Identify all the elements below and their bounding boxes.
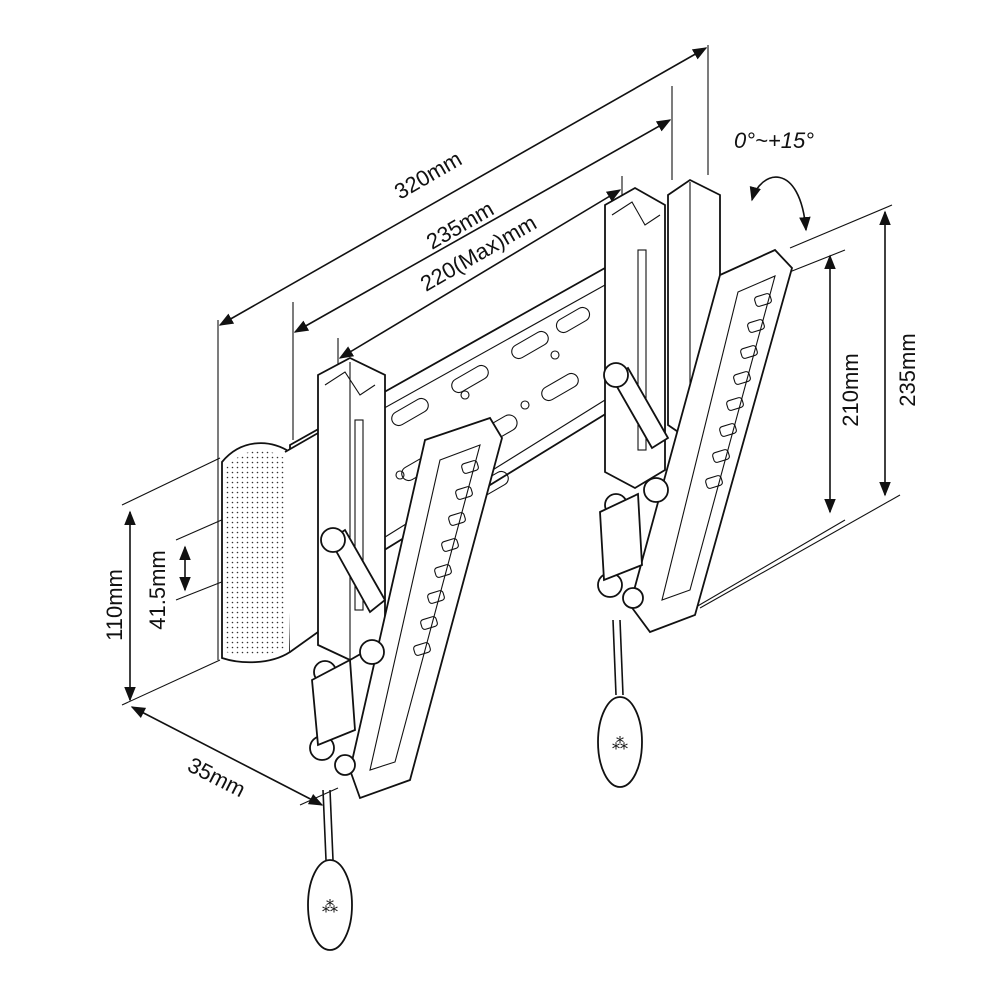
label-spacer-gap: 41.5mm [145,550,170,629]
dimension-height-bracket [699,204,901,609]
left-tilt-arm [309,416,503,800]
left-release-cord: ⁂ [307,789,353,951]
label-tilt: 0°~+15° [734,128,814,153]
label-height-arm: 210mm [838,353,863,426]
label-height-spacer: 110mm [102,569,127,641]
right-release-cord: ⁂ [597,619,643,788]
tilt-arc-arrow [749,176,811,232]
right-tilt-arm [597,248,794,634]
dimension-height-spacer [121,457,221,706]
cord-tag-logo-right: ⁂ [612,734,628,753]
label-width-total: 320mm [390,146,466,204]
spacer-pad [221,423,333,664]
cord-tag-logo-left: ⁂ [322,897,338,916]
left-wall-bracket [317,356,386,662]
label-height-bracket: 235mm [895,333,920,406]
label-depth: 35mm [184,752,250,802]
dimension-depth [130,706,339,806]
